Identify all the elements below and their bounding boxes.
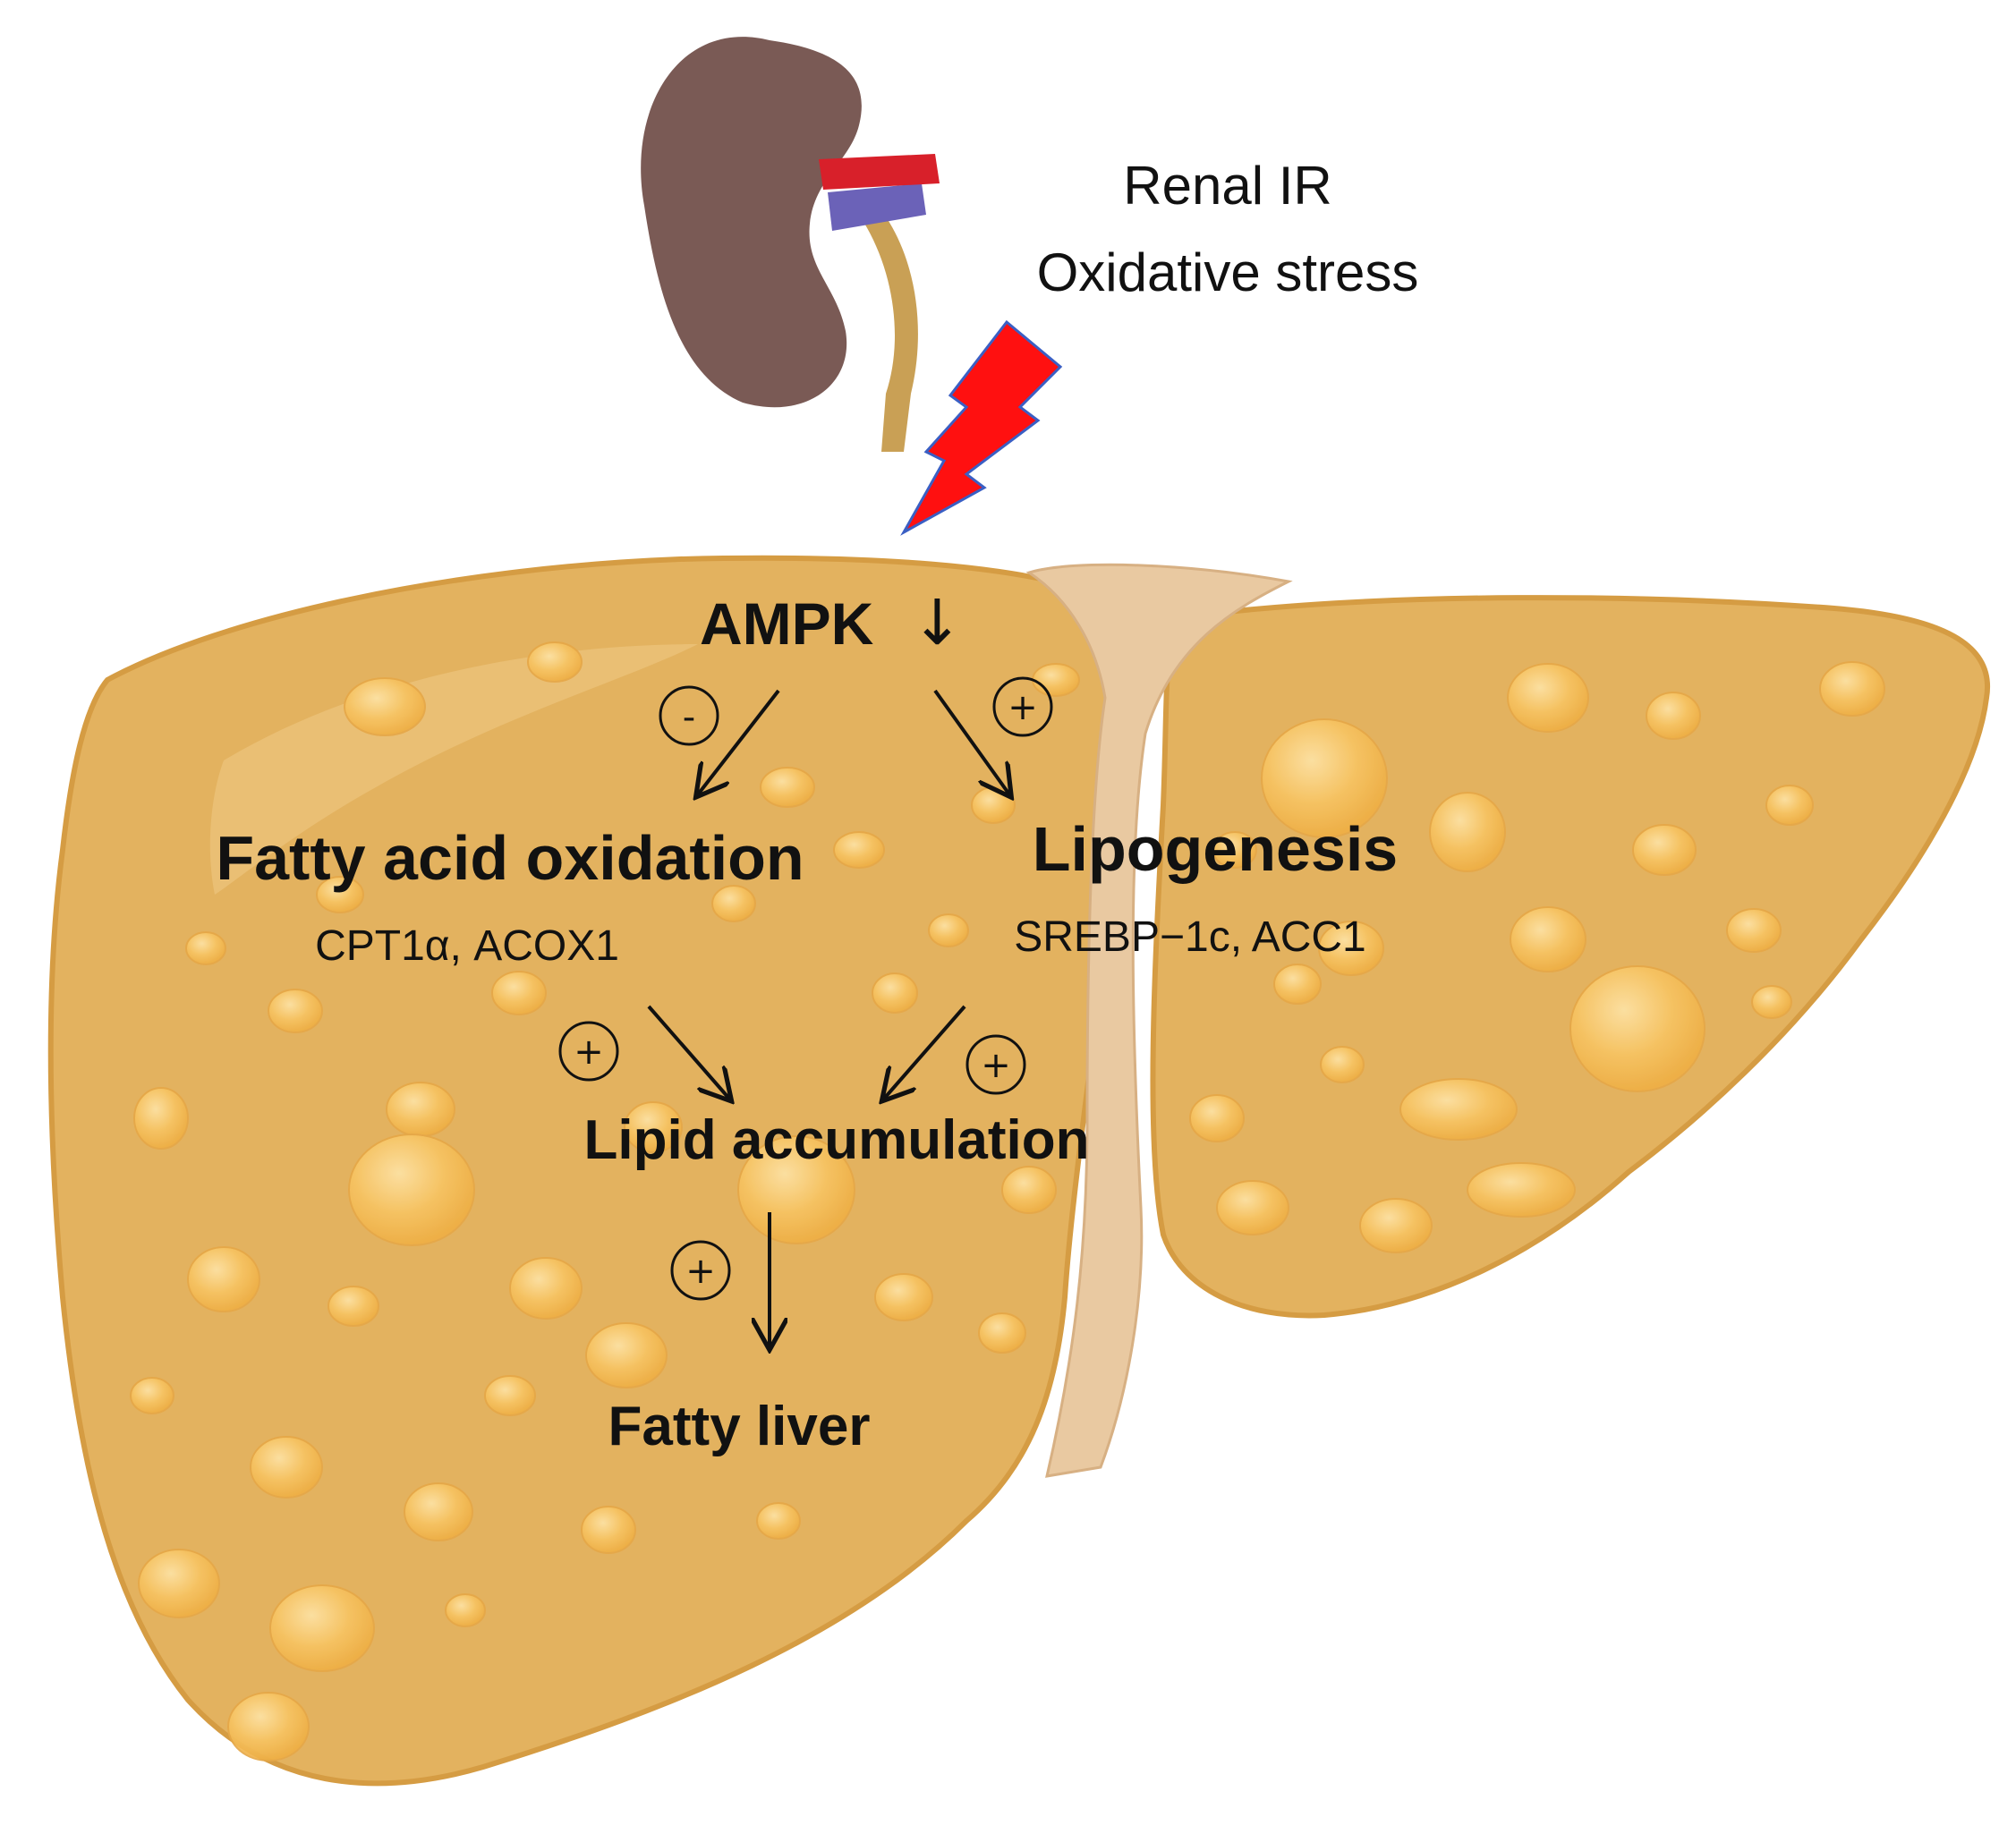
fat-droplet [624,1101,683,1153]
fat-droplet [1467,1162,1576,1218]
sign-fao-to-accumulation-text: + [574,1032,604,1073]
fat-droplet [268,989,323,1033]
arrow-lipogenesis-to-accumulation [884,1005,966,1099]
fat-droplet [756,1502,801,1540]
fat-droplet [928,913,969,947]
arrow-ampk-to-lipogenesis [933,689,1009,794]
fat-droplet [737,1135,855,1244]
fat-droplet [527,641,583,683]
sign-fao-to-accumulation: + [558,1021,619,1082]
fat-droplet [509,1257,583,1320]
sign-accumulation-to-fatty-liver: + [670,1240,731,1301]
fao-title: Fatty acid oxidation [216,823,804,893]
fat-droplets [130,641,1885,1762]
fat-droplet [585,1322,668,1388]
kidney-illustration [641,37,940,452]
fat-droplet [1646,692,1701,740]
sign-accumulation-to-fatty-liver-text: + [685,1251,716,1292]
falciform-ligament [1025,563,1293,1478]
fat-droplet [1429,792,1506,872]
fat-droplet [269,1584,375,1672]
fat-droplet [1399,1078,1518,1141]
fat-droplet [1632,824,1697,876]
fat-droplet [185,931,226,965]
fat-droplet [138,1549,220,1618]
fat-droplet [344,677,426,736]
fat-droplet [250,1436,323,1499]
sign-fao: - [659,685,719,746]
sign-lipogenesis: + [992,676,1053,737]
fat-droplet [1189,1094,1245,1142]
fat-droplet [491,971,547,1015]
stimulus-line-2: Oxidative stress [1037,242,1419,302]
stimulus-line-1: Renal IR [1123,156,1331,216]
kidney-shape [641,37,862,408]
fat-droplet [1569,965,1706,1092]
sign-lipogenesis-to-accumulation-text: + [981,1045,1011,1086]
fat-droplet [1507,663,1589,733]
fat-droplet [1212,831,1257,869]
fat-droplet [316,876,364,913]
lipid-accumulation-label: Lipid accumulation [584,1109,1090,1171]
sign-fao-text: - [683,697,695,738]
fat-droplet [445,1593,486,1627]
arrow-fao-to-accumulation [647,1005,729,1099]
fat-droplet [872,972,918,1014]
lipogenesis-title: Lipogenesis [1033,814,1398,884]
fat-droplet [327,1286,379,1327]
lipogenesis-genes: SREBP−1c, ACC1 [1014,913,1366,961]
arrow-ampk-to-fao [698,689,780,794]
ureter [859,210,918,452]
fat-droplet [1359,1198,1433,1253]
fao-genes: CPT1α, ACOX1 [315,922,619,970]
fat-droplet [833,831,885,869]
fat-droplet [760,767,815,808]
fat-droplet [581,1506,636,1554]
fat-droplet [1726,908,1782,953]
fat-droplet [1318,921,1384,976]
fat-droplet [1320,1046,1365,1083]
fatty-liver-label: Fatty liver [608,1396,871,1457]
fat-droplet [1032,663,1080,697]
ampk-down-arrow: ↓ [911,586,964,659]
fat-droplet [404,1482,473,1541]
fat-droplet [978,1312,1026,1354]
fat-droplet [1819,661,1885,717]
liver-illustration [47,555,1991,1787]
fat-droplet [1751,985,1792,1019]
fat-droplet [1001,1166,1057,1214]
fat-droplet [1510,906,1586,972]
sign-lipogenesis-text: + [1008,687,1038,728]
fat-droplet [133,1087,189,1150]
fat-droplet [1765,785,1814,826]
fat-droplet [874,1273,933,1321]
fat-droplet [348,1134,475,1246]
fat-droplet [130,1377,174,1414]
fat-droplet [1261,718,1388,838]
fat-droplet [227,1692,310,1762]
fat-droplet [711,885,756,922]
lightning-bolt [900,319,1063,536]
fat-droplet [484,1375,536,1416]
sign-lipogenesis-to-accumulation: + [965,1034,1026,1095]
renal-vein [828,183,926,231]
fat-droplet [386,1082,455,1137]
fat-droplet [187,1246,260,1312]
fat-droplet [1216,1180,1289,1235]
fat-droplet [1273,964,1322,1005]
ampk-label: AMPK [700,590,874,657]
liver-highlight [209,644,698,895]
renal-artery [819,154,940,190]
